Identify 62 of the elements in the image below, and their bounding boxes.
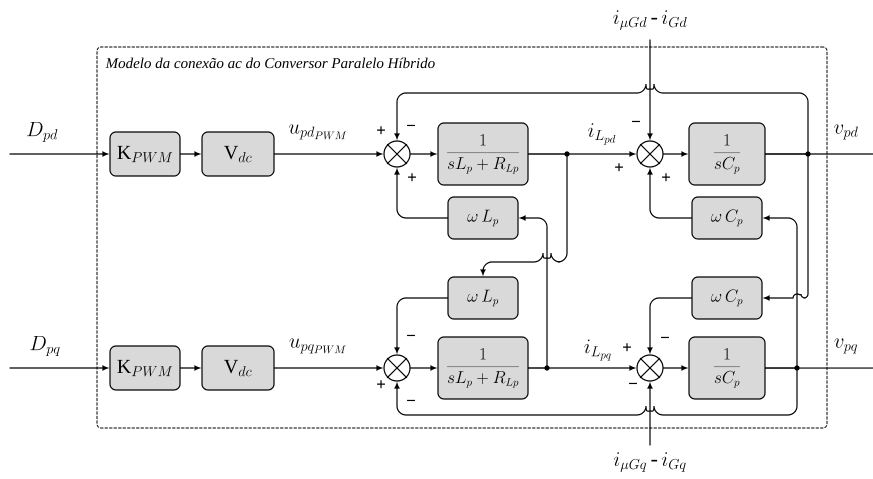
arrow: [648, 383, 652, 446]
sign-label: +: [623, 343, 631, 352]
summing-junction: [636, 354, 664, 382]
arrow: [180, 152, 200, 156]
arrow: [394, 367, 798, 416]
edge-label: $i_{L_{pq}}$: [584, 339, 611, 360]
sign-label: −: [407, 124, 415, 126]
block-box: $\frac{1}{sC_p}$: [688, 122, 766, 186]
arrow: [764, 153, 809, 300]
arrow: [520, 216, 548, 369]
summing-junction: [383, 354, 411, 382]
arrow: [9, 152, 108, 156]
arrow: [394, 297, 448, 353]
sign-label: −: [407, 334, 415, 336]
arrow: [663, 366, 687, 370]
block-box: $\frac{1}{sC_p}$: [688, 336, 766, 400]
sign-label: +: [377, 126, 385, 134]
edge-label: $i_{\mu Gd}\,\mbox{-}\,i_{Gd}$: [613, 10, 687, 30]
arrow: [663, 152, 687, 156]
block-box: $\frac{1}{sL_p+R_{Lp}}$: [437, 336, 529, 400]
arrow: [394, 83, 809, 155]
edge-label: $u_{pq_{PWM}}$: [290, 338, 346, 354]
edge-label: $u_{pd_{PWM}}$: [288, 124, 346, 140]
summing-junction: [636, 140, 664, 168]
sign-label: +: [408, 173, 416, 182]
sign-label: +: [662, 173, 670, 182]
block-box: $\omega\, L_p$: [447, 276, 519, 320]
arrow: [648, 39, 652, 139]
arrow: [528, 366, 635, 370]
arrow: [648, 169, 692, 219]
arrow: [648, 297, 692, 353]
edge-label: $i_{L_{pd}}$: [588, 123, 616, 145]
block-box: $\mathrm{V}_{dc}$: [201, 345, 275, 391]
block-box: $\omega\, L_p$: [447, 196, 519, 240]
arrow: [480, 153, 568, 275]
sign-label: −: [629, 382, 637, 384]
summing-junction: [383, 140, 411, 168]
edge-label: $v_{pd}$: [834, 124, 858, 140]
sign-label: +: [615, 163, 623, 172]
arrow: [394, 169, 448, 219]
arrow: [274, 366, 382, 370]
block-box: $\mathrm{K}_{PWM}$: [109, 345, 181, 391]
arrow: [764, 216, 798, 369]
block-box: $\omega\, C_p$: [691, 276, 763, 320]
block-box: $\omega\, C_p$: [691, 196, 763, 240]
sign-label: −: [632, 120, 640, 122]
arrow: [410, 366, 436, 370]
edge-label: $i_{\mu Gq}\,\mbox{-}\,i_{Gq}$: [614, 452, 686, 472]
edge-label: $v_{pq}$: [834, 338, 858, 354]
arrow: [410, 152, 436, 156]
frame-heading: Modelo da conexão ac do Conversor Paralelo Híbrido: [105, 58, 435, 68]
edge-label: $D_{pd}$: [27, 122, 58, 142]
arrow: [9, 366, 108, 370]
sign-label: +: [377, 380, 385, 388]
arrow: [180, 366, 200, 370]
edge-label: $D_{pq}$: [30, 336, 60, 356]
arrow: [274, 152, 382, 156]
block-box: $\mathrm{K}_{PWM}$: [109, 131, 181, 177]
sign-label: −: [661, 336, 669, 338]
sign-label: −: [407, 400, 415, 402]
block-box: $\frac{1}{sL_p+R_{Lp}}$: [437, 122, 529, 186]
block-box: $\mathrm{V}_{dc}$: [201, 131, 275, 177]
